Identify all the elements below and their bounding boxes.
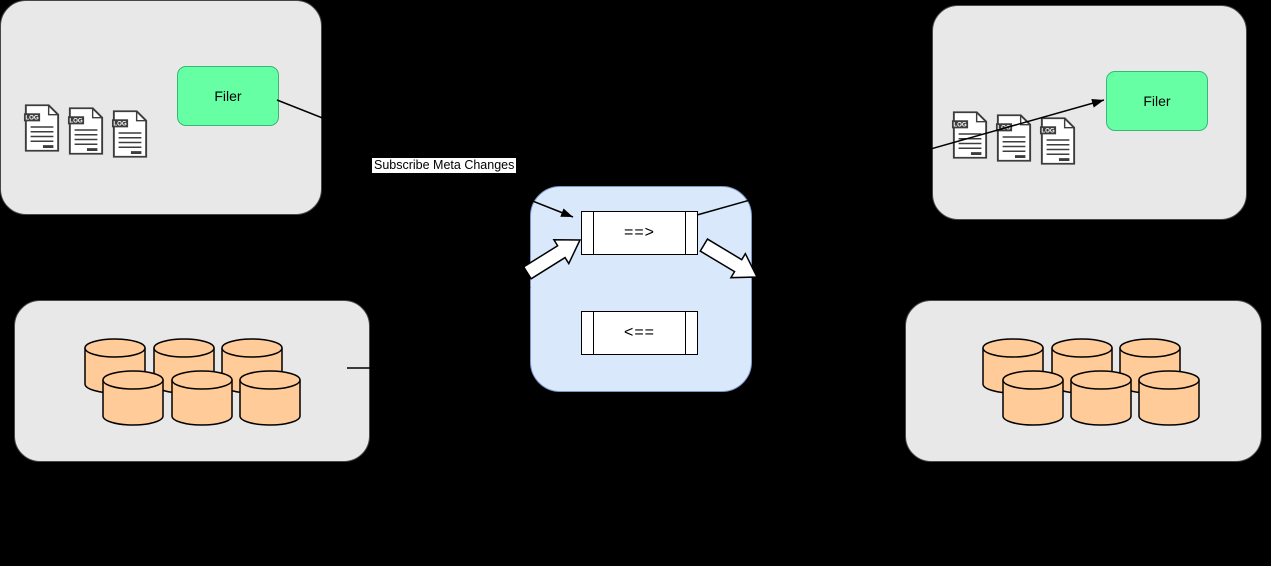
filer-cluster-right: Filer — [932, 5, 1247, 220]
database-cylinder-icon — [1001, 369, 1065, 427]
filer-node-right: Filer — [1106, 71, 1208, 131]
database-cylinder-icon — [101, 369, 165, 427]
log-file-icon — [111, 110, 149, 158]
queue-backward-label: <== — [623, 324, 656, 341]
left-volumes-edge — [347, 286, 531, 369]
queue-backward: <== — [581, 311, 698, 355]
database-cylinder-icon — [170, 369, 234, 427]
replication-queue-panel: ==> <== — [530, 186, 752, 392]
database-cylinder-icon — [1069, 369, 1133, 427]
volume-cluster-right — [905, 300, 1262, 462]
filer-cluster-left: Filer — [0, 0, 322, 215]
database-cylinder-icon — [1137, 369, 1201, 427]
volume-cluster-left — [14, 300, 370, 462]
filer-node-right-label: Filer — [1143, 93, 1171, 109]
log-file-icon — [951, 111, 989, 159]
database-cylinder-icon — [238, 369, 302, 427]
right-volumes-edge — [754, 276, 905, 369]
queue-forward: ==> — [581, 211, 698, 255]
filer-node-left-label: Filer — [214, 88, 242, 104]
filer-node-left: Filer — [177, 66, 279, 126]
queue-forward-label: ==> — [623, 224, 656, 241]
log-file-icon — [67, 107, 105, 155]
log-file-icon — [995, 114, 1033, 162]
log-file-icon — [1039, 117, 1077, 165]
log-file-icon — [23, 104, 61, 152]
edge-label-subscribe-meta-changes: Subscribe Meta Changes — [372, 158, 517, 173]
